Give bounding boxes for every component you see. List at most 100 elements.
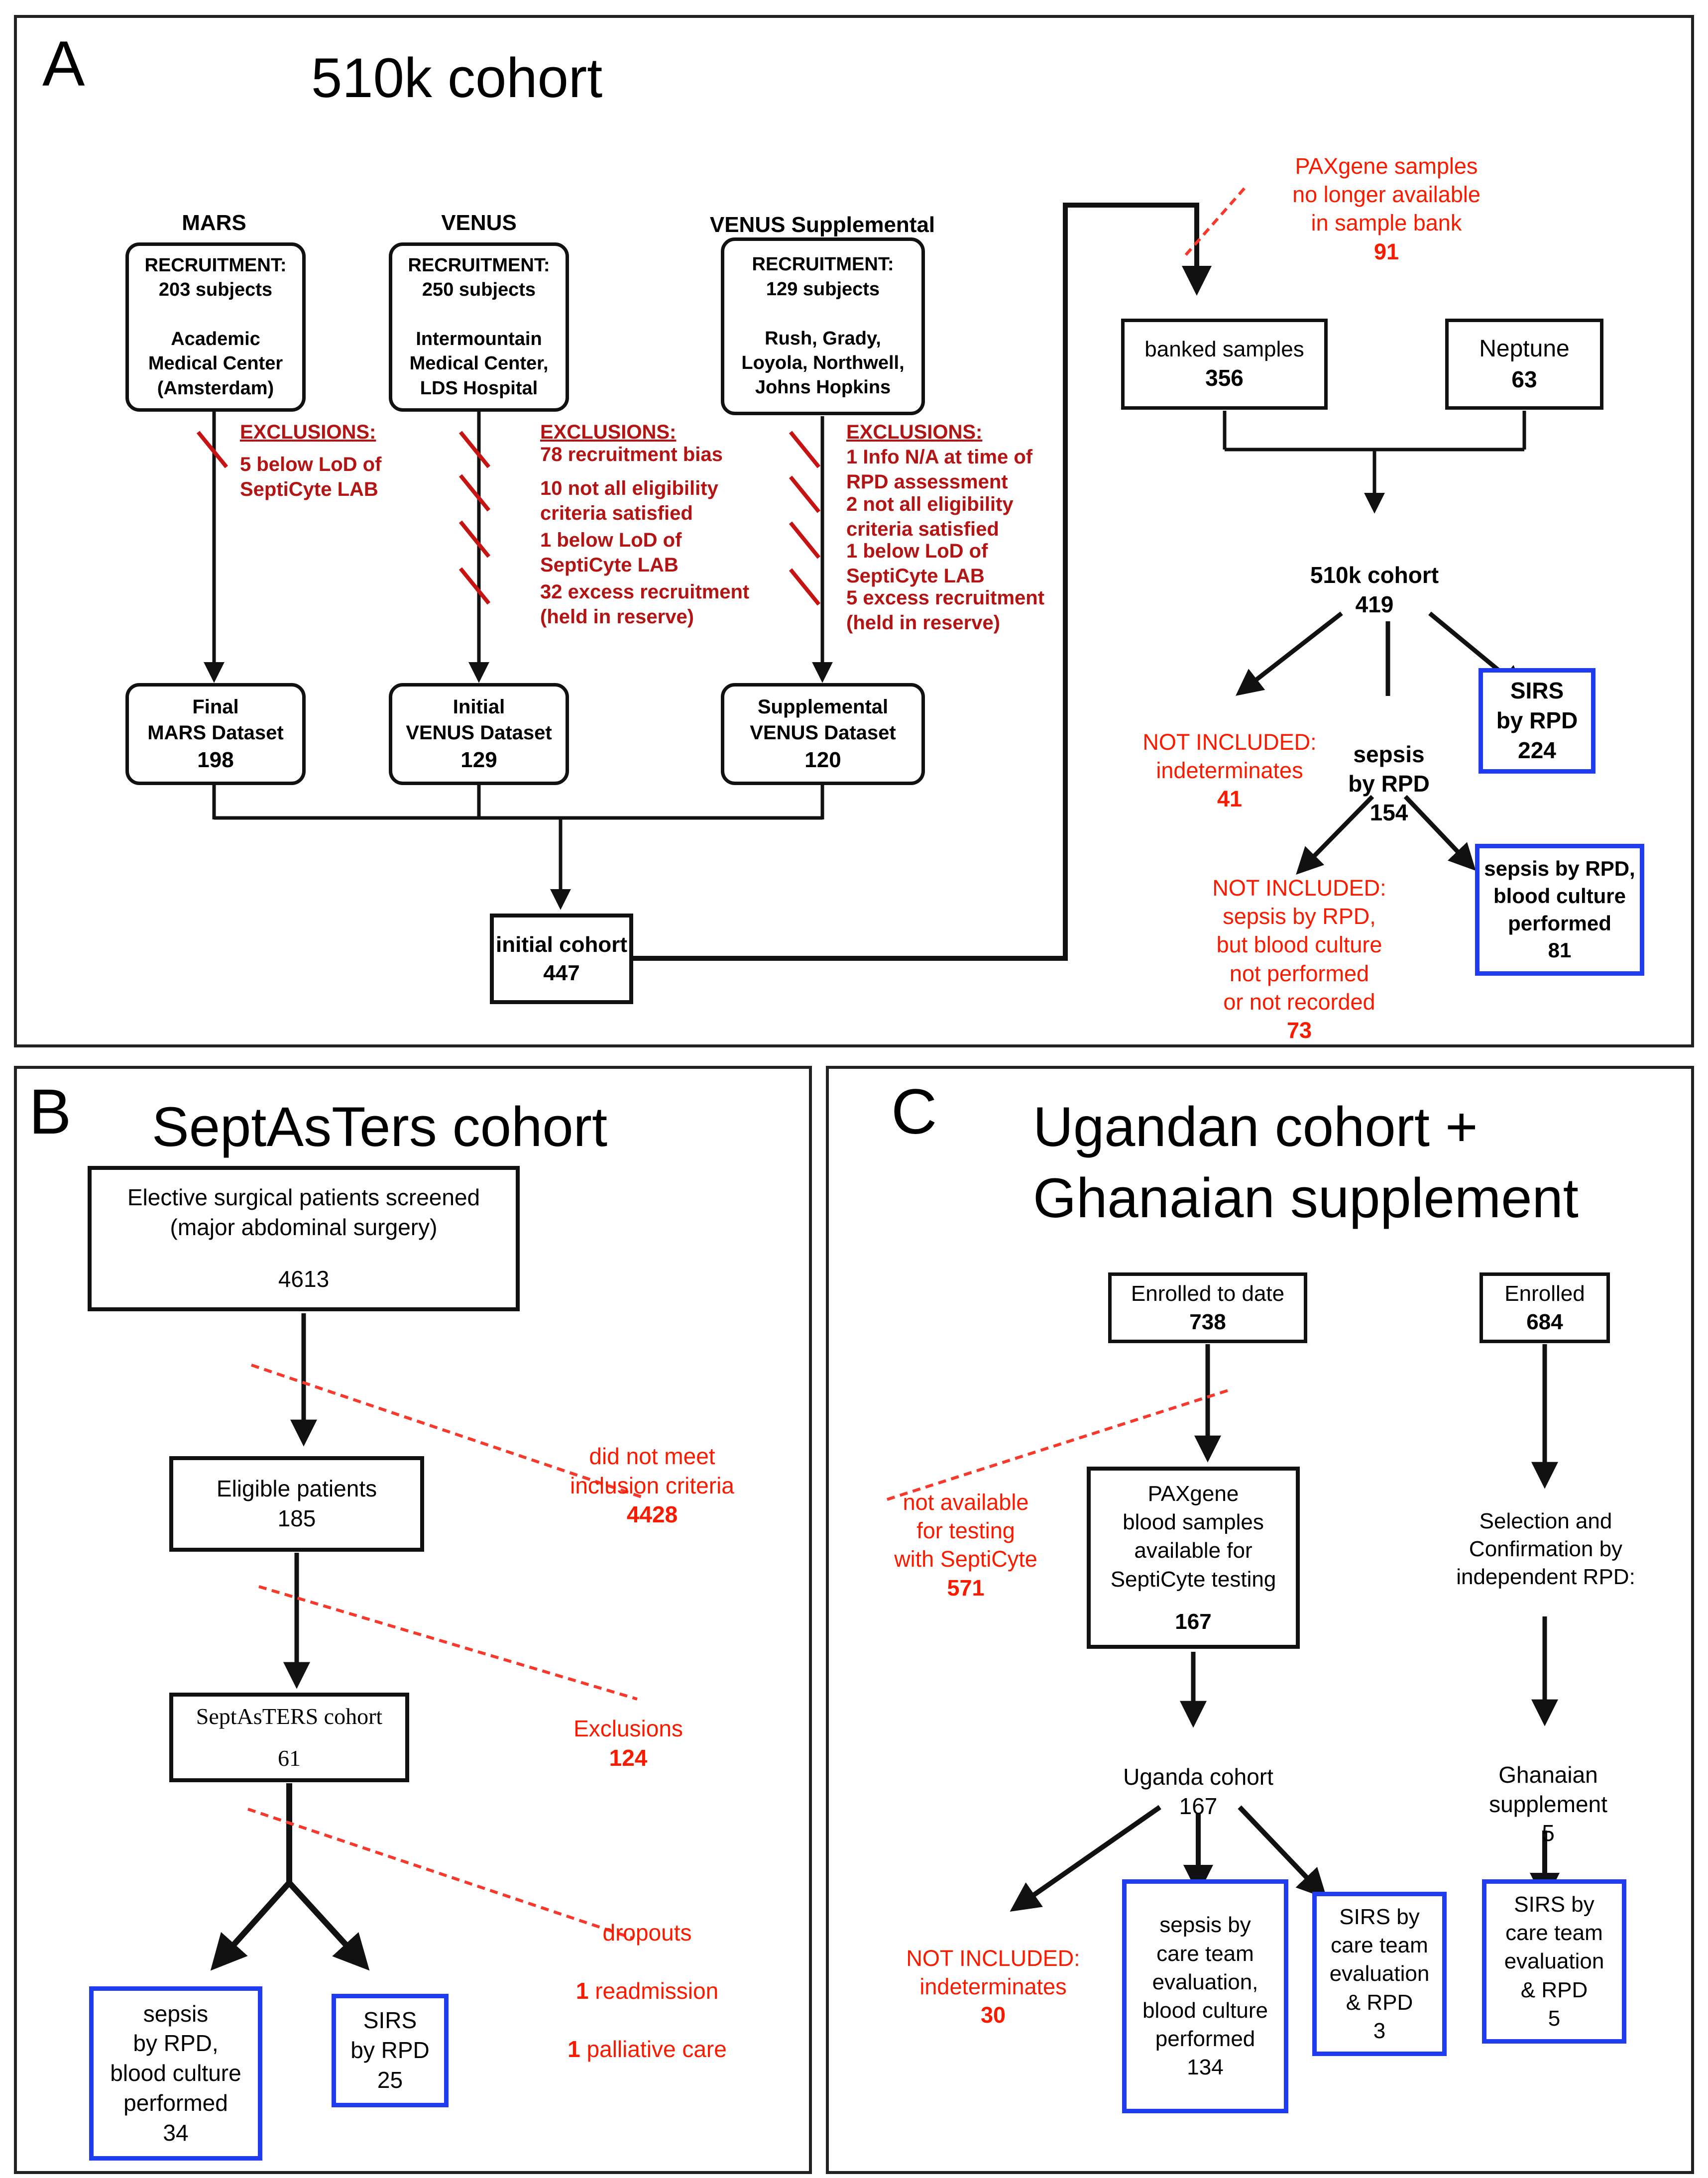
panel-b-frame <box>14 1066 812 2174</box>
sepsis-by-rpd: sepsis by RPD 154 <box>1314 711 1464 856</box>
panel-a-frame <box>14 15 1694 1047</box>
initial-cohort-count: 447 <box>543 961 580 985</box>
ghanaian-supplement: Ghanaian supplement 5 <box>1449 1731 1648 1877</box>
enrolled-count: 684 <box>1526 1310 1563 1334</box>
paxgene-samples-count: 167 <box>1175 1609 1212 1634</box>
enrolled-box: Enrolled 684 <box>1480 1272 1610 1343</box>
mars-recruitment-box: RECRUITMENT: 203 subjects Academic Medic… <box>125 242 306 412</box>
sepsis-by-rpd-label: sepsis by RPD <box>1348 741 1430 797</box>
paxgene-note-text: PAXgene samples no longer available in s… <box>1292 153 1480 236</box>
venus-exclusion-item: 32 excess recruitment (held in reserve) <box>540 581 750 628</box>
sepsis-care-team-count: 134 <box>1187 2055 1224 2080</box>
sirs-care-team-rpd-5-label: SIRS by care team evaluation & RPD <box>1504 1892 1604 2002</box>
cohort-510k-label: 510k cohort <box>1310 562 1439 588</box>
banked-samples-count: 356 <box>1205 365 1244 391</box>
exclusions-note: Exclusions 124 <box>529 1685 728 1802</box>
final-mars-dataset-count: 198 <box>197 747 234 772</box>
paxgene-note-count: 91 <box>1373 238 1399 264</box>
dropouts-title: dropouts <box>602 1920 692 1946</box>
paxgene-samples-box: PAXgene blood samples available for Sept… <box>1087 1467 1300 1649</box>
sepsis-rpd-blood-culture-count-b: 34 <box>163 2119 189 2146</box>
paxgene-samples-label: PAXgene blood samples available for Sept… <box>1110 1482 1276 1592</box>
uganda-cohort-count: 167 <box>1179 1793 1218 1819</box>
sirs-rpd-count-b: 25 <box>377 2066 403 2093</box>
final-mars-dataset-box: Final MARS Dataset 198 <box>125 683 306 785</box>
dropouts-note: dropouts 1 readmission 1 palliative care <box>538 1889 757 2093</box>
not-included-indeterminates-text: NOT INCLUDED: indeterminates <box>1142 729 1317 784</box>
neptune-label: Neptune <box>1479 336 1570 362</box>
sepsis-by-rpd-count: 154 <box>1369 800 1408 826</box>
dropouts-item-label: palliative care <box>586 2036 727 2063</box>
sepsis-blood-culture-label: sepsis by RPD, blood culture performed <box>1484 857 1635 935</box>
cohort-510k-count: 419 <box>1355 591 1394 617</box>
not-included-indeterminates-c: NOT INCLUDED: indeterminates 30 <box>884 1916 1103 2058</box>
screened-box: Elective surgical patients screened (maj… <box>88 1166 520 1311</box>
sirs-by-rpd-label: SIRS by RPD <box>1496 678 1578 734</box>
panel-a-title: 510k cohort <box>311 47 603 109</box>
mars-exclusion-item: 5 below LoD of SeptiCyte LAB <box>240 454 382 500</box>
ghanaian-supplement-count: 5 <box>1542 1820 1555 1846</box>
not-included-no-blood-culture-count: 73 <box>1286 1017 1312 1043</box>
cohort-510k: 510k cohort 419 <box>1275 532 1474 648</box>
supplemental-venus-dataset-box: Supplemental VENUS Dataset 120 <box>721 683 925 785</box>
panel-b-title: SeptAsTers cohort <box>152 1096 608 1158</box>
supplemental-venus-dataset-label: Supplemental VENUS Dataset <box>750 695 896 744</box>
enrolled-to-date-label: Enrolled to date <box>1131 1281 1285 1306</box>
not-included-no-blood-culture-text: NOT INCLUDED: sepsis by RPD, but blood c… <box>1212 875 1386 1015</box>
screened-label: Elective surgical patients screened (maj… <box>127 1184 480 1241</box>
initial-venus-dataset-count: 129 <box>460 747 497 772</box>
initial-cohort-box: initial cohort 447 <box>490 914 633 1004</box>
venus-supplemental-exclusion-item: 1 below LoD of SeptiCyte LAB <box>846 540 988 587</box>
uganda-cohort-label: Uganda cohort <box>1123 1764 1273 1790</box>
exclusions-note-count: 124 <box>609 1744 648 1771</box>
sepsis-blood-culture-box: sepsis by RPD, blood culture performed 8… <box>1475 844 1644 976</box>
dropouts-item-count: 1 <box>568 2036 580 2063</box>
screened-count: 4613 <box>278 1265 330 1292</box>
enrolled-to-date-box: Enrolled to date 738 <box>1108 1272 1307 1343</box>
sirs-care-team-rpd-5-count: 5 <box>1548 2006 1561 2031</box>
dropouts-item: 1 readmission <box>538 1976 757 2005</box>
panel-c-frame <box>826 1066 1694 2174</box>
eligible-patients-box: Eligible patients 185 <box>169 1456 424 1552</box>
exclusion-slashes <box>196 431 821 606</box>
sirs-care-team-rpd-3-count: 3 <box>1373 2018 1386 2043</box>
dropouts-item-count: 1 <box>575 1978 589 2004</box>
enrolled-label: Enrolled <box>1504 1281 1585 1306</box>
venus-supplemental-exclusion-item: 5 excess recruitment (held in reserve) <box>846 587 1045 634</box>
panel-a-label: A <box>42 28 85 100</box>
not-included-no-blood-culture: NOT INCLUDED: sepsis by RPD, but blood c… <box>1185 845 1414 1073</box>
not-available-count: 571 <box>947 1575 985 1601</box>
paxgene-note: PAXgene samples no longer available in s… <box>1237 123 1536 294</box>
supplemental-venus-dataset-count: 120 <box>804 747 841 772</box>
eligible-patients-label: Eligible patients <box>216 1476 377 1502</box>
eligible-patients-count: 185 <box>277 1505 316 1531</box>
sirs-by-rpd-box: SIRS by RPD 224 <box>1479 668 1595 774</box>
not-included-indeterminates-c-text: NOT INCLUDED: indeterminates <box>906 1946 1080 2000</box>
sepsis-rpd-blood-culture-box-b: sepsis by RPD, blood culture performed 3… <box>89 1986 262 2161</box>
dropouts-item: 1 palliative care <box>538 2035 757 2063</box>
sepsis-rpd-blood-culture-label-b: sepsis by RPD, blood culture performed <box>110 2000 241 2116</box>
venus-supplemental-exclusion-item: 2 not all eligibility criteria satisfied <box>846 493 1014 540</box>
not-included-indeterminates-count: 41 <box>1217 786 1243 812</box>
initial-venus-dataset-label: Initial VENUS Dataset <box>406 695 552 744</box>
sirs-care-team-rpd-3-label: SIRS by care team evaluation & RPD <box>1329 1905 1430 2015</box>
did-not-meet: did not meet inclusion criteria 4428 <box>528 1413 777 1558</box>
venus-recruitment-box: RECRUITMENT: 250 subjects Intermountain … <box>389 242 569 412</box>
uganda-cohort: Uganda cohort 167 <box>1099 1733 1298 1850</box>
panel-b-label: B <box>29 1076 72 1147</box>
venus-supplemental-exclusion-item: 1 Info N/A at time of RPD assessment <box>846 446 1033 493</box>
banked-samples-box: banked samples 356 <box>1121 319 1328 410</box>
venus-exclusions-header: EXCLUSIONS: <box>540 421 677 443</box>
selection-confirmation-text: Selection and Confirmation by independen… <box>1456 1509 1635 1589</box>
mars-exclusions-header: EXCLUSIONS: <box>240 421 376 443</box>
neptune-count: 63 <box>1511 366 1537 392</box>
septasters-cohort-box: SeptAsTERS cohort 61 <box>169 1693 409 1782</box>
ghanaian-supplement-label: Ghanaian supplement <box>1489 1762 1607 1817</box>
final-mars-dataset-label: Final MARS Dataset <box>147 695 284 744</box>
initial-venus-dataset-box: Initial VENUS Dataset 129 <box>389 683 569 785</box>
venus-supplemental-recruitment-box: RECRUITMENT: 129 subjects Rush, Grady, L… <box>721 237 925 415</box>
venus-supplemental-exclusions-header: EXCLUSIONS: <box>846 421 983 443</box>
sepsis-care-team-label: sepsis by care team evaluation, blood cu… <box>1142 1913 1268 2052</box>
venus-supplemental-header: VENUS Supplemental <box>709 213 935 237</box>
